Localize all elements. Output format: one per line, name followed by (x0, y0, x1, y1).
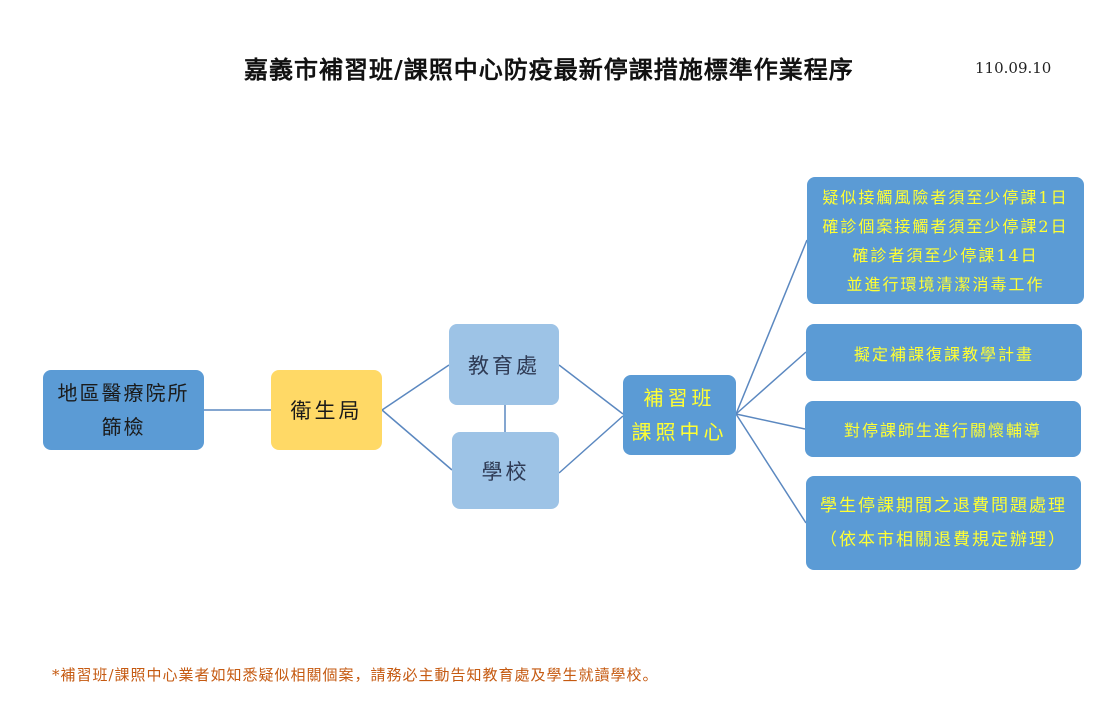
node-label-line: 篩檢 (101, 415, 146, 439)
connector-health-school (381, 409, 453, 471)
action-line: （依本市相關退費規定辦理） (820, 530, 1067, 550)
node-school: 學校 (452, 432, 559, 509)
node-education-dept: 教育處 (449, 324, 559, 405)
action-makeup-plan: 擬定補課復課教學計畫 (806, 324, 1082, 381)
action-line: 確診個案接觸者須至少停課2日 (822, 216, 1069, 236)
node-label: 衛生局 (290, 399, 363, 423)
document-date: 110.09.10 (975, 59, 1052, 77)
connector-center-action-4 (735, 413, 807, 524)
action-line: 擬定補課復課教學計畫 (853, 344, 1034, 364)
action-line: 並進行環境清潔消毒工作 (846, 274, 1045, 294)
connector-school-center (558, 415, 624, 474)
connector-center-action-2 (735, 351, 807, 415)
action-refund-handling: 學生停課期間之退費問題處理 （依本市相關退費規定辦理） (806, 476, 1081, 570)
node-clinic-screening: 地區醫療院所 篩檢 (43, 370, 204, 450)
node-label-line: 地區醫療院所 (57, 381, 190, 405)
action-line: 學生停課期間之退費問題處理 (820, 496, 1067, 516)
node-label-line: 課照中心 (631, 420, 728, 444)
node-health-bureau: 衛生局 (271, 370, 382, 450)
action-line: 對停課師生進行關懷輔導 (843, 421, 1042, 440)
connector-center-action-3 (735, 413, 806, 430)
connector-health-edu (381, 364, 450, 411)
action-line: 疑似接觸風險者須至少停課1日 (822, 187, 1069, 207)
node-label: 教育處 (468, 353, 540, 378)
page-title: 嘉義市補習班/課照中心防疫最新停課措施標準作業程序 (244, 55, 854, 84)
node-cram-center: 補習班 課照中心 (623, 375, 736, 455)
action-counseling: 對停課師生進行關懷輔導 (805, 401, 1081, 457)
node-label-line: 補習班 (643, 386, 716, 410)
node-label: 學校 (481, 459, 530, 484)
connector-center-action-1 (735, 239, 808, 415)
action-line: 確診者須至少停課14日 (852, 245, 1039, 265)
footnote: *補習班/課照中心業者如知悉疑似相關個案，請務必主動告知教育處及學生就讀學校。 (52, 666, 659, 684)
connector-edu-center (558, 364, 624, 415)
action-suspension-rules: 疑似接觸風險者須至少停課1日 確診個案接觸者須至少停課2日 確診者須至少停課14… (807, 177, 1084, 304)
